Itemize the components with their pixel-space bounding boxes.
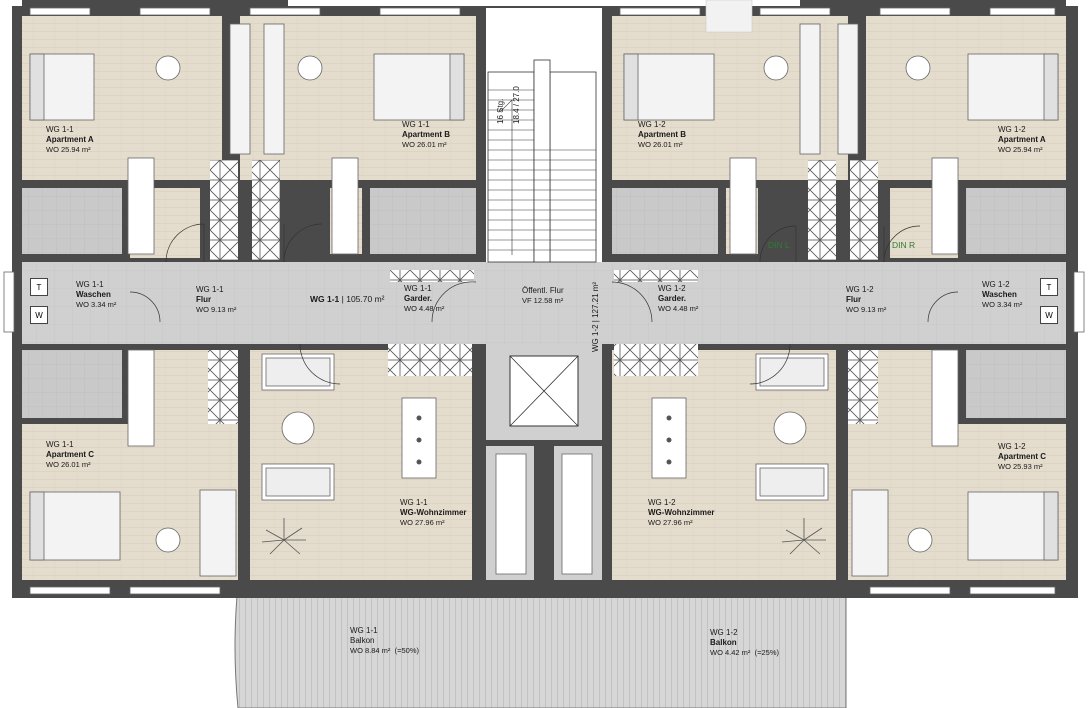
bath-right-2 (966, 188, 1066, 254)
staircase (487, 59, 597, 263)
washer-icon-right: W (1040, 306, 1058, 324)
bath-left-2 (370, 188, 476, 254)
wardrobe (210, 160, 238, 260)
balcony-deck (234, 584, 847, 708)
dryer-icon-right: T (1040, 278, 1058, 296)
unit-total-wg11: WG 1-1 | 105.70 m² (310, 294, 385, 304)
stair-steps: 16 Stg. (496, 98, 505, 124)
door-tag-right: DIN R (892, 240, 916, 250)
stair-ratio: 18.4 / 27.0 (512, 86, 521, 124)
bath-right-1 (612, 188, 718, 254)
dryer-icon: T (30, 278, 48, 296)
unit-total-wg12: WG 1-2 | 127.21 m² (591, 281, 600, 352)
bath-left-1 (22, 188, 122, 254)
door-tag-left: DIN L (768, 240, 790, 250)
washer-icon: W (30, 306, 48, 324)
